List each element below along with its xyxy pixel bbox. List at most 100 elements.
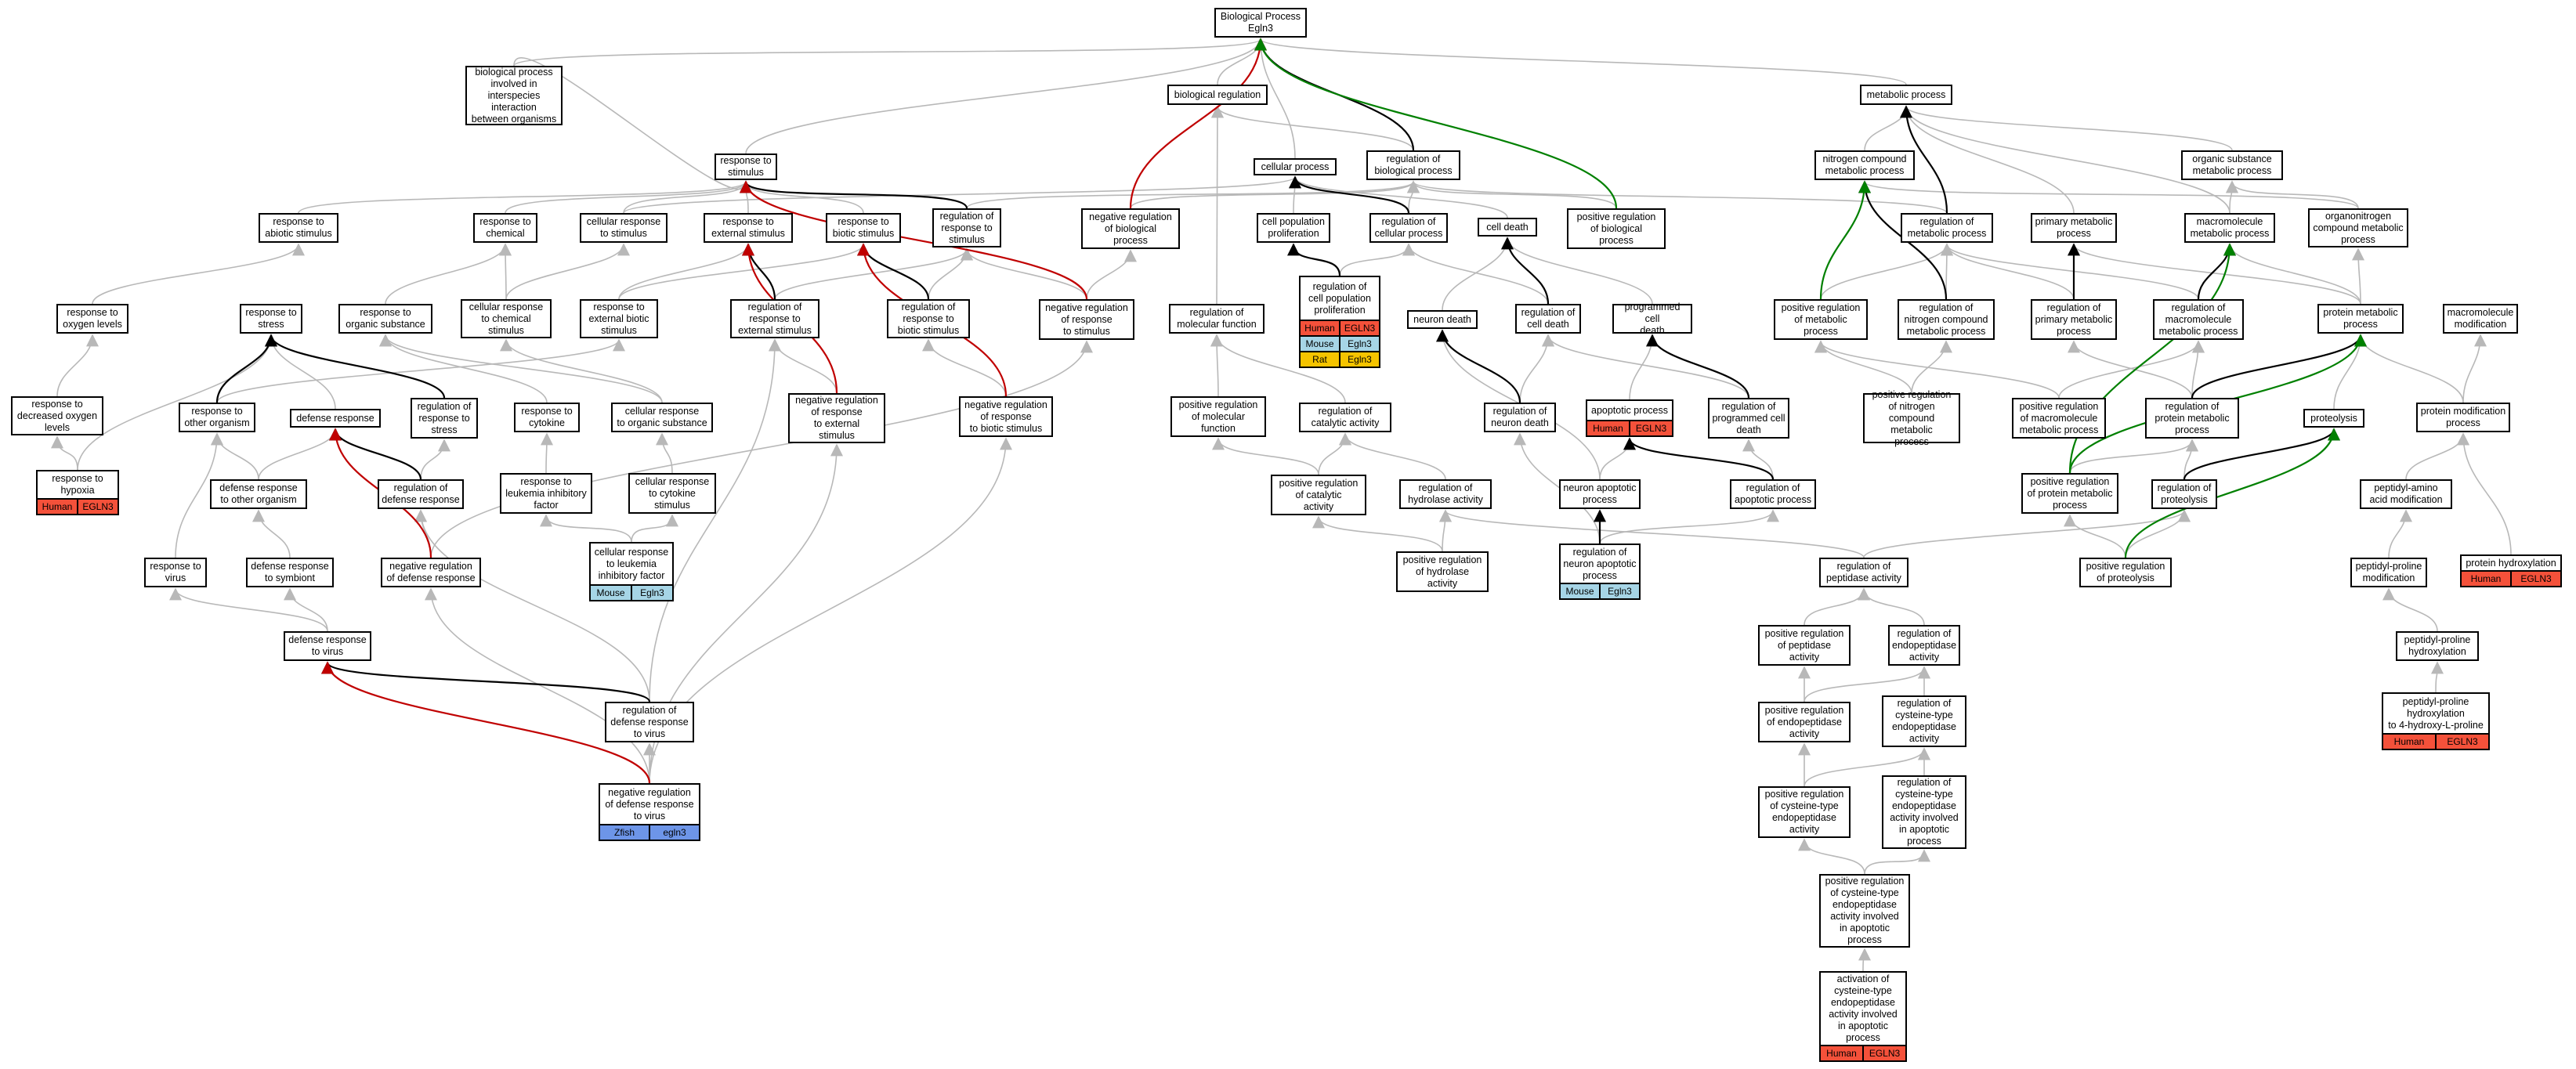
go-term-resp-stress[interactable]: response to stress — [240, 304, 302, 334]
go-term-pos-reg-cyst[interactable]: positive regulation of cysteine-type end… — [1758, 786, 1851, 838]
go-term-prot-metab[interactable]: protein metabolic process — [2317, 304, 2404, 334]
go-term-reg-endopep[interactable]: regulation of endopeptidase activity — [1888, 625, 1960, 666]
go-term-reg-resp-stress[interactable]: regulation of response to stress — [411, 398, 478, 439]
go-term-cell-resp-cytokine[interactable]: cellular response to cytokine stimulus — [628, 473, 716, 514]
go-term-macro[interactable]: macromolecule metabolic process — [2184, 213, 2275, 243]
go-term-resp-cytokine[interactable]: response to cytokine — [514, 403, 580, 432]
go-term-resp-oxy[interactable]: response to oxygen levels — [56, 304, 128, 334]
go-term-cell-death[interactable]: cell death — [1478, 218, 1537, 237]
go-term-pos-reg-cyst-apop[interactable]: positive regulation of cysteine-type end… — [1819, 874, 1910, 948]
go-term-reg-hydrolase[interactable]: regulation of hydrolase activity — [1399, 479, 1492, 509]
go-term-pos-reg-proteolysis[interactable]: positive regulation of proteolysis — [2079, 558, 2172, 587]
go-term-neg-reg-resp-stim[interactable]: negative regulation of response to stimu… — [1039, 299, 1134, 340]
go-term-defense-symbiont[interactable]: defense response to symbiont — [246, 558, 334, 587]
go-term-pos-reg-peptidase[interactable]: positive regulation of peptidase activit… — [1758, 625, 1851, 666]
go-term-nitro[interactable]: nitrogen compound metabolic process — [1814, 150, 1915, 180]
go-term-reg-prot-metab[interactable]: regulation of protein metabolic process — [2145, 398, 2239, 439]
go-term-peptidyl-aa[interactable]: peptidyl-amino acid modification — [2360, 479, 2452, 509]
go-term-cell-resp-org-sub[interactable]: cellular response to organic substance — [611, 403, 713, 432]
go-term-pos-reg-hydrolase[interactable]: positive regulation of hydrolase activit… — [1396, 551, 1489, 592]
go-term-peptidyl-pro-mod[interactable]: peptidyl-proline modification — [2350, 558, 2427, 587]
go-term-resp-other-org[interactable]: response to other organism — [179, 403, 255, 432]
go-term-resp-abiotic[interactable]: response to abiotic stimulus — [259, 213, 338, 243]
go-term-neg-reg-defense[interactable]: negative regulation of defense response — [381, 558, 481, 587]
go-term-prog-cell-death[interactable]: programmed cell death — [1612, 302, 1692, 336]
go-term-resp-org-sub[interactable]: response to organic substance — [338, 304, 432, 334]
go-term-proteolysis[interactable]: proteolysis — [2303, 409, 2364, 428]
go-term-reg-cat[interactable]: regulation of catalytic activity — [1299, 403, 1391, 432]
go-term-pos-reg-bp[interactable]: positive regulation of biological proces… — [1567, 208, 1666, 249]
go-term-reg-resp-ext[interactable]: regulation of response to external stimu… — [730, 299, 819, 338]
go-term-neg-reg-def-virus[interactable]: negative regulation of defense response … — [599, 783, 700, 841]
go-term-cell-resp-lif[interactable]: cellular response to leukemia inhibitory… — [589, 542, 674, 601]
go-term-resp-virus[interactable]: response to virus — [144, 558, 207, 587]
go-term-pos-reg-metab[interactable]: positive regulation of metabolic process — [1774, 299, 1868, 340]
go-term-reg-bp[interactable]: regulation of biological process — [1366, 150, 1460, 180]
go-term-neuron-apop[interactable]: neuron apoptotic process — [1559, 479, 1641, 509]
go-term-neg-reg-resp-ext[interactable]: negative regulation of response to exter… — [788, 393, 885, 443]
go-term-resp-dec-oxy[interactable]: response to decreased oxygen levels — [11, 396, 103, 435]
go-term-reg-prog-cell-death[interactable]: regulation of programmed cell death — [1708, 398, 1789, 439]
go-term-resp-chem[interactable]: response to chemical — [473, 213, 537, 243]
go-term-resp-lif[interactable]: response to leukemia inhibitory factor — [500, 473, 592, 514]
go-term-neuron-death[interactable]: neuron death — [1407, 310, 1478, 329]
go-term-org-sub[interactable]: organic substance metabolic process — [2181, 150, 2283, 180]
go-term-resp-ext-biotic[interactable]: response to external biotic stimulus — [580, 299, 658, 338]
go-term-reg-defense[interactable]: regulation of defense response — [378, 479, 464, 509]
go-term-pos-reg-macro[interactable]: positive regulation of macromolecule met… — [2012, 398, 2106, 439]
go-term-reg-apop[interactable]: regulation of apoptotic process — [1730, 479, 1816, 509]
go-term-label: regulation of response to stimulus — [939, 210, 994, 245]
go-term-reg-cell-death[interactable]: regulation of cell death — [1515, 304, 1581, 334]
go-term-pos-reg-mol-func[interactable]: positive regulation of molecular functio… — [1170, 396, 1266, 437]
go-term-bpi[interactable]: biological process involved in interspec… — [465, 66, 563, 125]
go-term-prot-mod[interactable]: protein modification process — [2416, 403, 2510, 432]
go-term-resp-stim[interactable]: response to stimulus — [715, 153, 777, 180]
go-term-pos-reg-prot-metab[interactable]: positive regulation of protein metabolic… — [2021, 473, 2118, 514]
go-term-reg-mol-func[interactable]: regulation of molecular function — [1169, 304, 1264, 334]
go-term-metab[interactable]: metabolic process — [1860, 85, 1952, 105]
go-term-peptidyl-pro-hyd[interactable]: peptidyl-proline hydroxylation — [2396, 631, 2479, 661]
go-term-reg-cell-pop[interactable]: regulation of cell population proliferat… — [1299, 276, 1380, 368]
go-term-defense[interactable]: defense response — [290, 409, 381, 428]
go-term-resp-ext[interactable]: response to external stimulus — [704, 213, 793, 243]
go-term-reg-cyst-apop[interactable]: regulation of cysteine-type endopeptidas… — [1882, 775, 1966, 849]
go-term-defense-other[interactable]: defense response to other organism — [210, 479, 307, 509]
edge-reg_prot_metab-to-reg_macro — [2191, 340, 2205, 399]
go-term-reg-nitro[interactable]: regulation of nitrogen compound metaboli… — [1898, 299, 1995, 340]
go-term-reg-cyst[interactable]: regulation of cysteine-type endopeptidas… — [1882, 695, 1966, 747]
go-term-reg-macro[interactable]: regulation of macromolecule metabolic pr… — [2153, 299, 2244, 340]
go-term-reg-peptidase[interactable]: regulation of peptidase activity — [1819, 558, 1908, 587]
go-term-root[interactable]: Biological Process Egln3 — [1214, 8, 1307, 38]
go-term-cell-resp-stim[interactable]: cellular response to stimulus — [580, 213, 668, 243]
go-term-reg-neuron-death[interactable]: regulation of neuron death — [1484, 403, 1556, 432]
go-term-cell-resp-chem[interactable]: cellular response to chemical stimulus — [461, 299, 552, 338]
go-term-macro-mod[interactable]: macromolecule modification — [2443, 304, 2518, 334]
go-term-neg-reg-resp-biotic[interactable]: negative regulation of response to bioti… — [959, 396, 1053, 437]
go-term-biol-reg[interactable]: biological regulation — [1167, 85, 1268, 105]
go-term-reg-resp-biotic[interactable]: regulation of response to biotic stimulu… — [887, 299, 970, 338]
go-term-pos-reg-nitro[interactable]: positive regulation of nitrogen compound… — [1863, 389, 1960, 447]
go-term-cell-proc[interactable]: cellular process — [1254, 158, 1337, 175]
go-term-reg-def-virus[interactable]: regulation of defense response to virus — [605, 702, 694, 742]
go-term-pos-reg-cat[interactable]: positive regulation of catalytic activit… — [1271, 475, 1366, 515]
go-term-peptidyl-pro-hyd4[interactable]: peptidyl-proline hydroxylation to 4-hydr… — [2382, 692, 2490, 750]
go-term-reg-primary[interactable]: regulation of primary metabolic process — [2031, 299, 2117, 340]
go-term-defense-virus[interactable]: defense response to virus — [284, 631, 371, 661]
go-term-cell-pop[interactable]: cell population proliferation — [1257, 213, 1330, 243]
go-term-resp-biotic[interactable]: response to biotic stimulus — [826, 213, 901, 243]
go-term-reg-metab[interactable]: regulation of metabolic process — [1901, 213, 1993, 243]
go-term-primary[interactable]: primary metabolic process — [2031, 213, 2117, 243]
go-term-pos-reg-endopep[interactable]: positive regulation of endopeptidase act… — [1758, 702, 1851, 742]
go-term-label: regulation of catalytic activity — [1311, 406, 1380, 428]
go-term-reg-resp-stim[interactable]: regulation of response to stimulus — [932, 208, 1001, 247]
go-term-organonitro[interactable]: organonitrogen compound metabolic proces… — [2308, 208, 2408, 247]
go-term-act-cyst-apop[interactable]: activation of cysteine-type endopeptidas… — [1819, 971, 1907, 1062]
go-term-reg-proteolysis[interactable]: regulation of proteolysis — [2151, 479, 2217, 509]
go-term-neg-reg-bp[interactable]: negative regulation of biological proces… — [1081, 208, 1180, 249]
go-term-reg-cell-proc[interactable]: regulation of cellular process — [1369, 213, 1448, 243]
edge-metab-to-root — [1254, 38, 1907, 85]
